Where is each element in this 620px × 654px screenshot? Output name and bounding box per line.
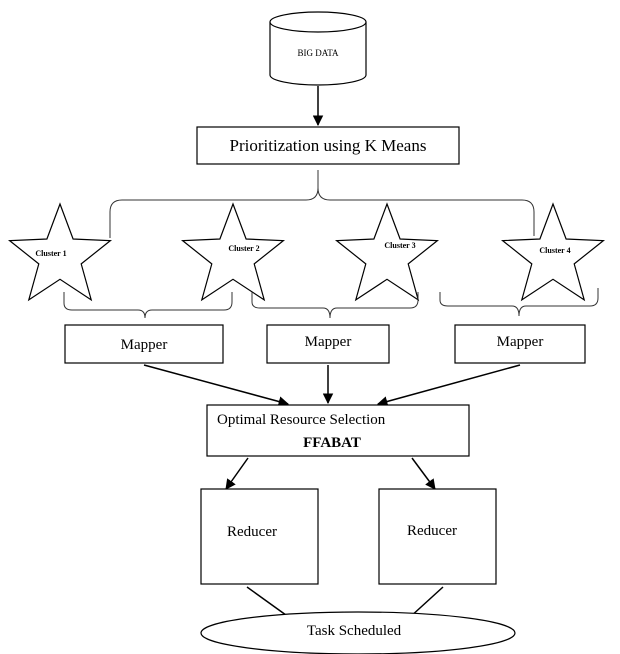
top-brace: [109, 170, 535, 238]
arrow-optimal-to-reducer2: [411, 457, 436, 490]
prioritization-box: Prioritization using K Means: [196, 126, 460, 165]
cluster-star-4: Cluster 4: [500, 202, 606, 302]
arrow-optimal-to-reducer1: [225, 457, 249, 490]
mapper-box-2: Mapper: [266, 324, 390, 364]
big-data-cylinder: BIG DATA: [269, 11, 367, 86]
reducer-box-2: Reducer: [378, 488, 497, 585]
star-shape: [180, 202, 286, 302]
star-shape: [334, 202, 440, 302]
mapper-box-3: Mapper: [454, 324, 586, 364]
mapper-1-label: Mapper: [121, 337, 168, 353]
mapper-3-label: Mapper: [497, 334, 544, 350]
clusters-group: Cluster 1 Cluster 2 Cluster 3 Cluster 4: [7, 202, 606, 302]
cluster-4-label: Cluster 4: [539, 246, 570, 255]
reducer-box-1: Reducer: [200, 488, 319, 585]
cluster-3-label: Cluster 3: [384, 241, 415, 250]
task-scheduled-ellipse: Task Scheduled: [200, 611, 516, 654]
big-data-label: BIG DATA: [297, 48, 339, 58]
arrow-mapper3-to-optimal: [376, 364, 521, 407]
star-shape: [7, 202, 113, 302]
cluster-star-1: Cluster 1: [7, 202, 113, 302]
star-shape: [500, 202, 606, 302]
optimal-label: Optimal Resource Selection: [217, 412, 386, 428]
cluster-1-label: Cluster 1: [35, 249, 66, 258]
ffabat-label: FFABAT: [303, 435, 361, 451]
brace-mapper-3: [439, 288, 599, 317]
brace-mapper-2: [251, 292, 419, 319]
reducer-1-label: Reducer: [227, 524, 277, 540]
cluster-star-2: Cluster 2: [180, 202, 286, 302]
cluster-2-label: Cluster 2: [228, 244, 259, 253]
mapper-box-1: Mapper: [64, 324, 224, 364]
cluster-star-3: Cluster 3: [334, 202, 440, 302]
prioritization-label: Prioritization using K Means: [230, 136, 427, 155]
mapper-2-label: Mapper: [305, 334, 352, 350]
optimal-resource-box: Optimal Resource Selection FFABAT: [206, 404, 470, 457]
task-scheduled-label: Task Scheduled: [307, 623, 402, 639]
arrow-mapper1-to-optimal: [143, 364, 290, 407]
reducer-2-label: Reducer: [407, 523, 457, 539]
brace-mapper-1: [63, 292, 233, 319]
